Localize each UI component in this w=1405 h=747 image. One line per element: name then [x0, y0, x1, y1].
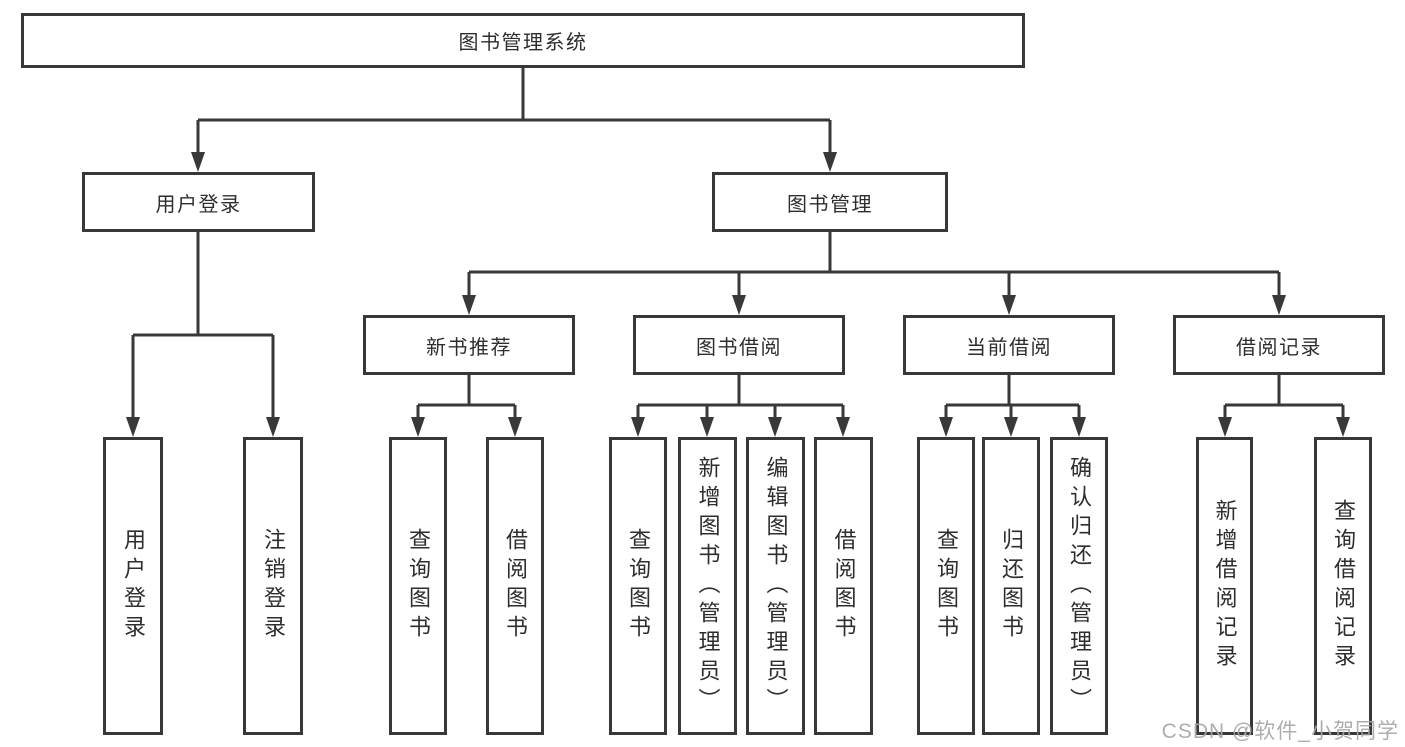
arrowhead-down-icon — [126, 417, 140, 437]
node-label: 图书管理系统 — [458, 32, 588, 54]
arrowhead-down-icon — [768, 417, 782, 437]
node-label: 注销登录 — [261, 528, 286, 644]
node-root-library-system: 图书管理系统 — [21, 13, 1025, 68]
arrowhead-down-icon — [631, 417, 645, 437]
node-current-borrowing: 当前借阅 — [903, 315, 1115, 375]
arrowhead-down-icon — [939, 417, 953, 437]
leaf-add-books-admin: 新增图书（管理员） — [678, 437, 737, 735]
node-user-login: 用户登录 — [82, 172, 315, 232]
node-label: 借阅图书 — [503, 528, 528, 644]
node-label: 确认归还（管理员） — [1067, 455, 1092, 717]
node-label: 归还图书 — [999, 528, 1024, 644]
arrowhead-down-icon — [823, 152, 837, 172]
node-label: 用户登录 — [121, 528, 146, 644]
leaf-user-login: 用户登录 — [103, 437, 163, 735]
node-label: 新增图书（管理员） — [695, 455, 721, 717]
node-label: 借阅图书 — [831, 528, 857, 644]
arrowhead-down-icon — [266, 417, 280, 437]
node-label: 当前借阅 — [966, 336, 1052, 359]
leaf-borrow-books-borrowing: 借阅图书 — [814, 437, 873, 735]
leaf-return-books: 归还图书 — [982, 437, 1040, 735]
arrowhead-down-icon — [1272, 295, 1286, 315]
node-label: 新增借阅记录 — [1212, 499, 1238, 673]
leaf-query-books-borrowing: 查询图书 — [609, 437, 667, 735]
arrowhead-down-icon — [1002, 295, 1016, 315]
arrowhead-down-icon — [411, 417, 425, 437]
node-label: 查询图书 — [626, 528, 651, 644]
leaf-confirm-return-admin: 确认归还（管理员） — [1050, 437, 1108, 735]
arrowhead-down-icon — [700, 417, 714, 437]
arrowhead-down-icon — [1336, 417, 1350, 437]
node-label: 借阅记录 — [1236, 336, 1322, 359]
node-new-book-recommend: 新书推荐 — [363, 315, 575, 375]
node-label: 查询图书 — [406, 528, 431, 644]
arrowhead-down-icon — [191, 152, 205, 172]
leaf-query-books-recommend: 查询图书 — [389, 437, 447, 735]
node-book-borrowing: 图书借阅 — [633, 315, 845, 375]
leaf-query-books-current: 查询图书 — [917, 437, 975, 735]
node-book-management: 图书管理 — [712, 172, 948, 232]
leaf-logout: 注销登录 — [243, 437, 303, 735]
arrowhead-down-icon — [1218, 417, 1232, 437]
node-label: 用户登录 — [155, 193, 242, 216]
arrowhead-down-icon — [508, 417, 522, 437]
leaf-add-borrow-record: 新增借阅记录 — [1196, 437, 1253, 735]
node-label: 编辑图书（管理员） — [763, 455, 789, 717]
arrowhead-down-icon — [1072, 417, 1086, 437]
arrowhead-down-icon — [1004, 417, 1018, 437]
node-label: 新书推荐 — [426, 336, 512, 359]
node-borrowing-records: 借阅记录 — [1173, 315, 1385, 375]
arrowhead-down-icon — [836, 417, 850, 437]
leaf-query-borrow-record: 查询借阅记录 — [1314, 437, 1372, 735]
node-label: 查询借阅记录 — [1331, 499, 1356, 673]
arrowhead-down-icon — [462, 295, 476, 315]
node-label: 查询图书 — [934, 528, 959, 644]
leaf-borrow-books-recommend: 借阅图书 — [486, 437, 544, 735]
node-label: 图书管理 — [787, 193, 873, 216]
leaf-edit-books-admin: 编辑图书（管理员） — [746, 437, 805, 735]
node-label: 图书借阅 — [696, 336, 782, 359]
arrowhead-down-icon — [732, 295, 746, 315]
